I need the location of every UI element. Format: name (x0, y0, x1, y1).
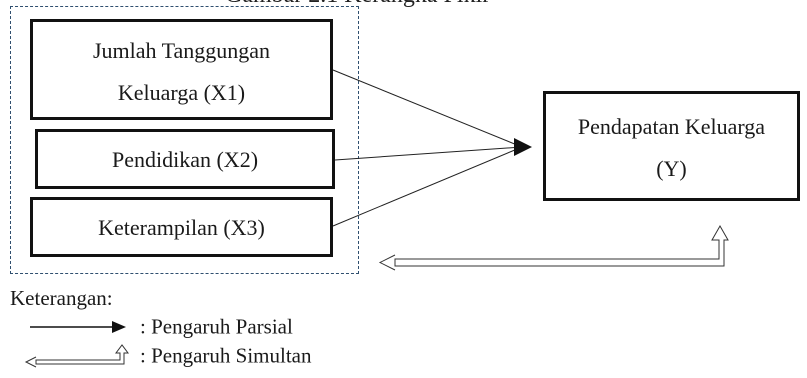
dependent-variable-box-y: Pendapatan Keluarga (Y) (543, 91, 800, 201)
legend-title: Keterangan: (10, 286, 113, 310)
partial-arrow-x2 (334, 146, 523, 161)
variable-box-x3: Keterampilan (X3) (30, 197, 333, 257)
arrowhead-icon (514, 138, 532, 156)
legend-simultaneous: : Pengaruh Simultan (22, 342, 312, 368)
partial-arrow-x1 (332, 69, 523, 148)
variable-x2-label: Pendidikan (X2) (111, 147, 259, 172)
partial-arrow-x3 (332, 146, 523, 227)
variable-x1-line1: Jumlah Tanggungan (92, 38, 271, 63)
independent-variables-group (10, 6, 359, 274)
legend-partial-label: : Pengaruh Parsial (140, 314, 293, 339)
variable-box-x1: Jumlah Tanggungan Keluarga (X1) (30, 19, 333, 120)
variable-x1-line2: Keluarga (X1) (117, 80, 246, 105)
variable-y-line1: Pendapatan Keluarga (577, 114, 766, 139)
legend-simultaneous-label: : Pengaruh Simultan (140, 343, 312, 368)
legend-partial: : Pengaruh Parsial (22, 313, 293, 339)
solid-arrow-icon (30, 321, 126, 334)
variable-y-line2: (Y) (656, 156, 687, 181)
simultaneous-arrow (378, 224, 729, 271)
variable-x3-label: Keterampilan (X3) (98, 215, 265, 240)
hollow-double-arrow-icon (24, 344, 129, 368)
figure-title: Gambar 2.1 Kerangka Pikir (225, 0, 545, 14)
variable-box-x2: Pendidikan (X2) (35, 129, 335, 189)
